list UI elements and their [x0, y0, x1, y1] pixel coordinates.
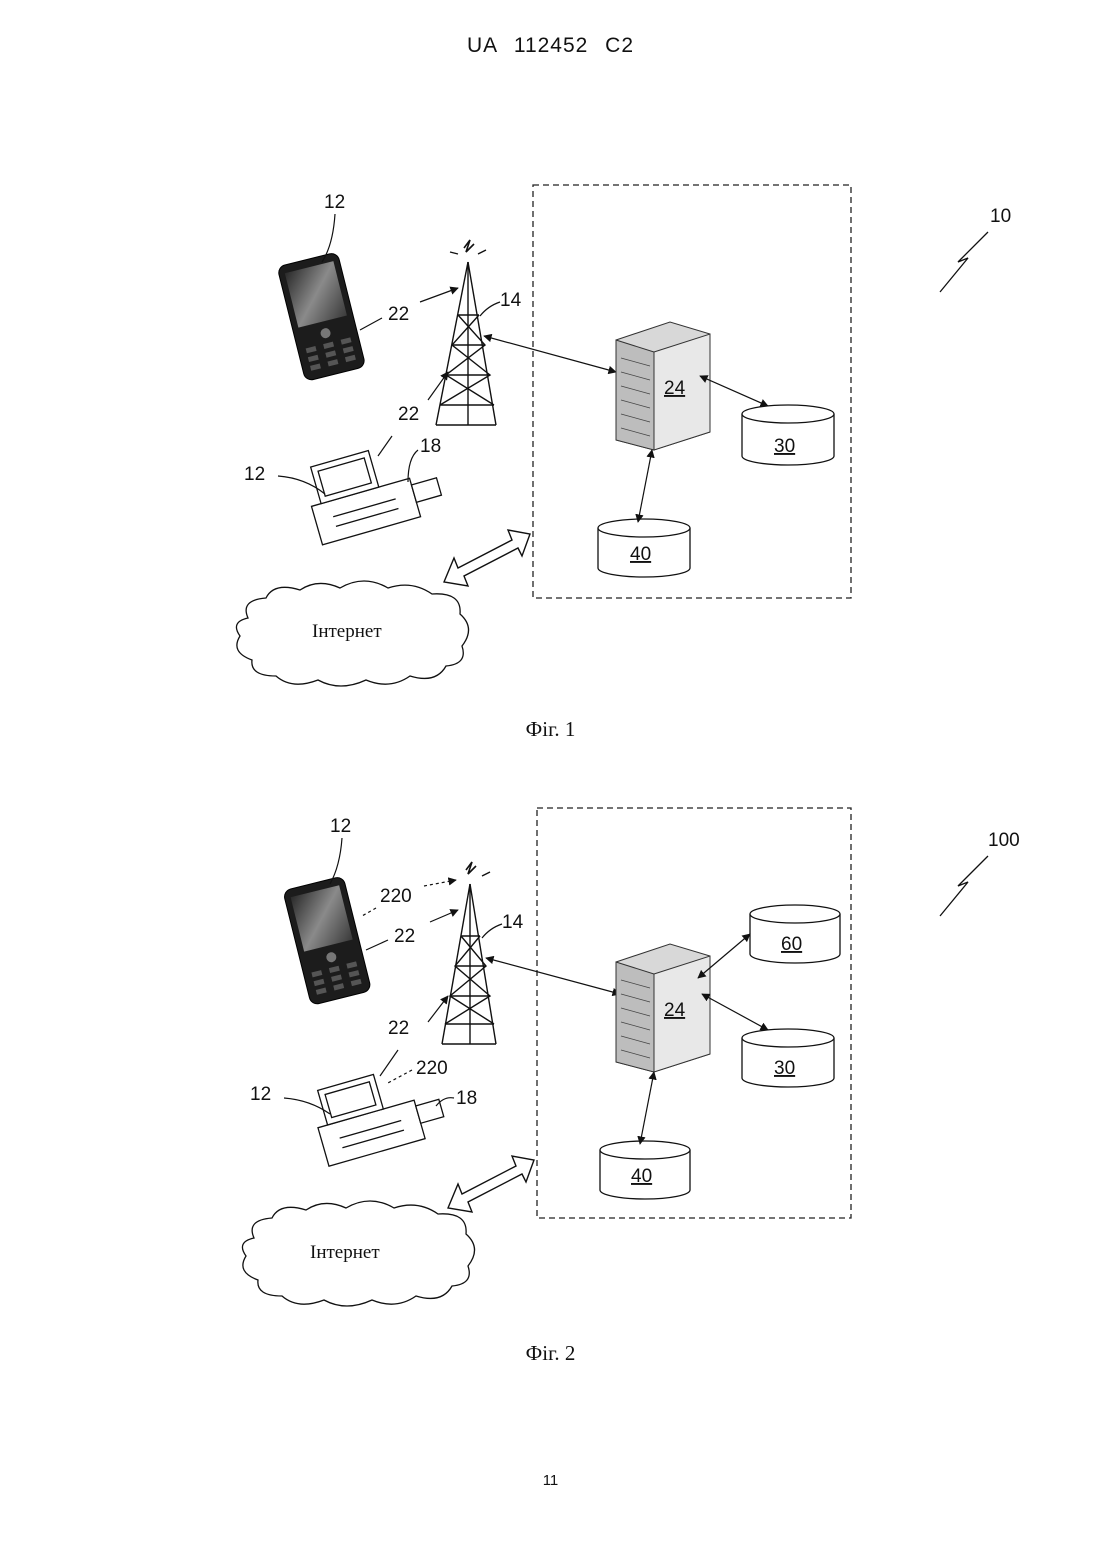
- tower-ref-label: 14: [502, 912, 524, 933]
- tower-ref-label: 14: [500, 290, 522, 311]
- mobile-phone-icon: [277, 252, 366, 381]
- db-30-label: 30: [774, 1058, 795, 1079]
- terminal-ref-label: 12: [244, 464, 265, 485]
- figure-1-caption: Фіг. 1: [0, 717, 1101, 742]
- tower-server-link: [486, 958, 620, 994]
- server-icon: [616, 322, 710, 450]
- internet-label: Інтернет: [310, 1242, 380, 1263]
- internet-link-arrow: [448, 1156, 534, 1212]
- db-30-label: 30: [774, 436, 795, 457]
- radio-tower-icon: [442, 862, 496, 1044]
- server-ref-label: 24: [664, 378, 686, 399]
- alt-link-ref-label-a: 220: [380, 886, 412, 907]
- phone-ref-label: 12: [324, 192, 345, 213]
- alt-link-ref-label-b: 220: [416, 1058, 448, 1079]
- lightning-icon: [940, 232, 988, 292]
- db-60-label: 60: [781, 934, 802, 955]
- link-ref-label-b: 22: [388, 1018, 409, 1039]
- system-ref-label: 100: [988, 830, 1020, 851]
- tower-server-link: [484, 336, 616, 372]
- server-ref-label: 24: [664, 1000, 686, 1021]
- db-40-label: 40: [630, 544, 651, 565]
- link-ref-label-b: 22: [398, 404, 419, 425]
- phone-ref-label: 12: [330, 816, 351, 837]
- terminal-ref-label: 12: [250, 1084, 271, 1105]
- db-40-label: 40: [631, 1166, 652, 1187]
- system-ref-label: 10: [990, 206, 1011, 227]
- link-ref-label-a: 22: [388, 304, 409, 325]
- figure-2-caption: Фіг. 2: [0, 1341, 1101, 1366]
- page-number: 11: [0, 1472, 1101, 1489]
- server-icon: [616, 944, 710, 1072]
- reader-ref-label: 18: [420, 436, 441, 457]
- document-id: UA 112452 C2: [0, 34, 1101, 58]
- figure-1: 10 12 22 14 22 12: [0, 170, 1101, 710]
- link-ref-label-a: 22: [394, 926, 415, 947]
- reader-ref-label: 18: [456, 1088, 477, 1109]
- internet-link-arrow: [444, 530, 530, 586]
- lightning-icon: [940, 856, 988, 916]
- mobile-phone-icon: [283, 876, 372, 1005]
- figure-2: 100 12 220 22 14 22 12: [0, 795, 1101, 1335]
- radio-tower-icon: [436, 240, 496, 425]
- internet-label: Інтернет: [312, 621, 382, 642]
